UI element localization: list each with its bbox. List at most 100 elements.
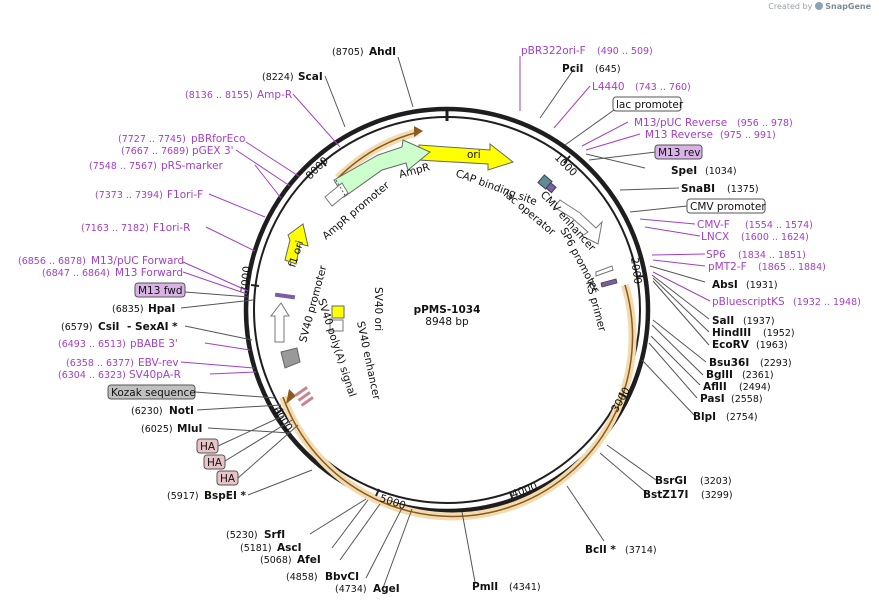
sv40-enhancer-block (329, 319, 344, 332)
primer-name-cmv-f: CMV-F (697, 219, 730, 231)
orf-arc-top-core (337, 131, 419, 179)
site-pos-bcli: (3714) (625, 545, 657, 556)
primer-range-sv40pa-r: (6304 .. 6323) (58, 370, 126, 381)
site-pos-hpai: (6835) (112, 304, 144, 315)
site-name-bstz17i: BstZ17I (643, 489, 688, 501)
site-name-bcli: BclI * (585, 544, 616, 556)
primer-range-l4440: (743 .. 760) (635, 82, 691, 93)
site-name-sali: SalI (712, 315, 734, 327)
site-pos-bglii: (2361) (742, 370, 774, 381)
primer-range-m13-puc-reverse: (956 .. 978) (737, 118, 793, 129)
site-name-bglii: BglII (706, 369, 733, 381)
primer-range-pbluescriptks: (1932 .. 1948) (793, 297, 861, 308)
primer-range-cmv-f: (1554 .. 1574) (745, 220, 813, 231)
primer-name-l4440: L4440 (592, 81, 625, 93)
box-cmv-promoter: CMV promoter (690, 201, 766, 213)
site-pos-aflii: (2494) (739, 382, 771, 393)
site-pos-bbvci: (4858) (286, 572, 318, 583)
site-pos-bspei: (5917) (167, 491, 199, 502)
primer-range-m13-puc-forward: (6856 .. 6878) (18, 256, 86, 267)
tick-7000: 7000 (239, 266, 253, 294)
site-pos-srfi: (5230) (226, 530, 258, 541)
primer-range-f1ori-r: (7163 .. 7182) (81, 223, 149, 234)
site-pos-pcii: (645) (595, 64, 621, 75)
site-name-noti: NotI (169, 405, 194, 417)
primer-name-m13-puc-reverse: M13/pUC Reverse (634, 117, 727, 129)
site-pos-bsu36i: (2293) (760, 358, 792, 369)
ks-primer-block (600, 278, 618, 288)
site-pos-sali: (1937) (743, 316, 775, 327)
ori-arrow (417, 142, 515, 171)
site-name-scai: ScaI (298, 71, 323, 83)
site-name-bsu36i: Bsu36I (709, 357, 749, 369)
site-name-agei: AgeI (373, 583, 400, 595)
sv40-polya-block (280, 347, 301, 369)
box-m13-rev: M13 rev (658, 147, 701, 159)
site-labels: (8705) AhdI (8224) ScaI PciI (645) SpeI … (61, 46, 795, 595)
primer-range-pbrforeco: (7727 .. 7745) (118, 134, 186, 145)
primer-name-prs-marker: pRS-marker (161, 160, 224, 172)
site-pos-absi: (1931) (746, 280, 778, 291)
site-name-blpi: BlpI (693, 411, 716, 423)
primer-range-f1ori-f: (7373 .. 7394) (95, 190, 163, 201)
credit-text: Created by (768, 2, 813, 11)
boxed-labels: lac promoter M13 rev CMV promoter M13 fw… (107, 96, 766, 486)
site-pos-bstz17i: (3299) (701, 490, 733, 501)
box-leader-lines (184, 109, 688, 479)
primer-name-pbabe-3: pBABE 3' (130, 338, 178, 350)
primer-range-pgex-3: (7667 .. 7689) (121, 146, 189, 157)
site-name-absi: AbsI (712, 279, 738, 291)
site-pos-bsrgi: (3203) (700, 476, 732, 487)
tag-ha-2: HA (207, 457, 223, 469)
orf-arc-main-core (282, 284, 634, 518)
tick-3000: 3000 (609, 385, 633, 414)
primer-name-pbr322ori-f: pBR322ori-F (521, 45, 586, 57)
primer-range-lncx: (1600 .. 1624) (741, 232, 809, 243)
primer-name-ebv-rev: EBV-rev (138, 357, 179, 369)
primer-range-pbr322ori-f: (490 .. 509) (597, 46, 653, 57)
ha-tag-blocks (294, 386, 314, 407)
primer-name-pmt2-f: pMT2-F (708, 261, 747, 273)
feature-label-sv40-ori: SV40 ori (372, 287, 384, 331)
site-name-hpai: HpaI (148, 303, 175, 315)
primer-name-lncx: LNCX (701, 231, 729, 243)
primer-name-pbrforeco: pBRforEco (191, 133, 245, 145)
tick-2000: 2000 (628, 257, 644, 285)
primer-name-amp-r: Amp-R (257, 89, 292, 101)
site-pos-blpi: (2754) (726, 412, 758, 423)
plasmid-name: pPMS-1034 (414, 304, 481, 316)
site-name-bsrgi: BsrGI (655, 475, 687, 487)
feature-label-ori: ori (467, 149, 481, 161)
site-leader-lines (180, 56, 710, 589)
primer-labels: pBR322ori-F (490 .. 509) L4440 (743 .. 7… (18, 45, 861, 381)
site-pos-mlui: (6025) (141, 424, 173, 435)
site-pos-noti: (6230) (131, 406, 163, 417)
primer-range-pmt2-f: (1865 .. 1884) (758, 262, 826, 273)
primer-range-m13-forward: (6847 .. 6864) (42, 268, 110, 279)
site-pos-pasi: (2558) (731, 394, 763, 405)
primer-name-m13-puc-forward: M13/pUC Forward (91, 255, 184, 267)
site-name-hindiii: HindIII (712, 327, 751, 339)
sp6-promoter-arrow (595, 265, 614, 277)
primer-range-prs-marker: (7548 .. 7567) (89, 161, 157, 172)
site-pos-agei: (4734) (335, 584, 367, 595)
primer-range-amp-r: (8136 .. 8155) (185, 90, 253, 101)
site-name-bspei: BspEI * (204, 490, 247, 502)
primer-range-ebv-rev: (6358 .. 6377) (66, 358, 134, 369)
site-name-snabi: SnaBI (681, 183, 715, 195)
ampr-promoter-arrow (324, 182, 349, 207)
site-pos-ahdi: (8705) (332, 47, 364, 58)
primer-range-sp6: (1834 .. 1851) (738, 250, 806, 261)
site-name-pcii: PciI (562, 63, 583, 75)
sv40-promoter-arrow (269, 302, 290, 343)
primer-range-m13-reverse: (975 .. 991) (720, 130, 776, 141)
site-name-afei: AfeI (297, 554, 321, 566)
plasmid-length: 8948 bp (425, 316, 469, 328)
position-ticks (250, 155, 645, 501)
ampr-arrow (333, 139, 431, 198)
box-m13-fwd: M13 fwd (138, 285, 183, 297)
lac-operator-block (545, 182, 557, 194)
